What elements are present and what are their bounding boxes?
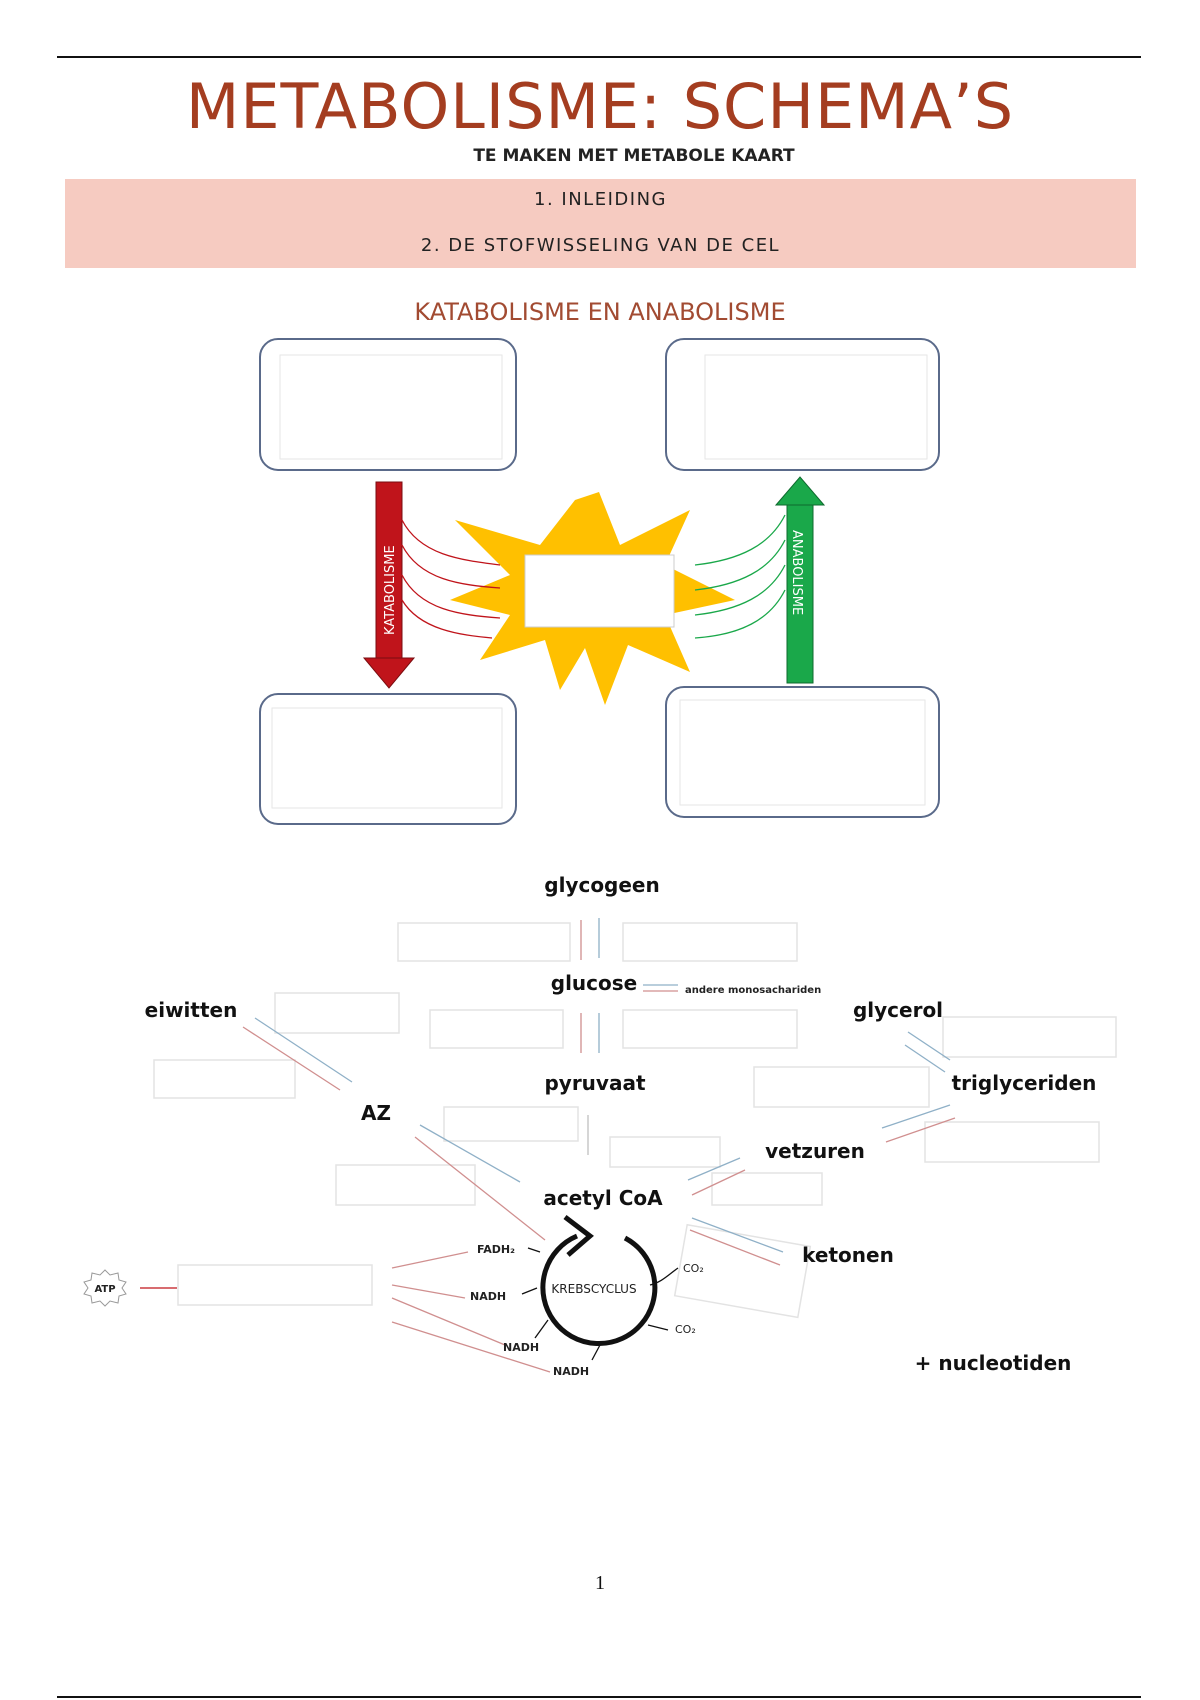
label-fadh2: FADH₂ [477, 1243, 515, 1256]
katabolisme-arrow: KATABOLISME [362, 481, 416, 689]
toc-item: 1. INLEIDING [534, 189, 667, 210]
label-krebscyclus: KREBSCYCLUS [551, 1282, 636, 1296]
page-subtitle: TE MAKEN MET METABOLE KAART [473, 146, 795, 166]
label-co2: CO₂ [675, 1323, 696, 1336]
label-glycerol: glycerol [853, 998, 943, 1022]
bottom-rule [57, 1696, 1141, 1698]
label-eiwitten: eiwitten [145, 998, 238, 1022]
label-ketonen: ketonen [802, 1243, 894, 1267]
katabolisme-anabolisme-diagram: KATABOLISME ANABOLISME [259, 338, 940, 825]
label-az: AZ [361, 1101, 391, 1125]
page-title: METABOLISME: SCHEMA’S [185, 70, 1015, 143]
krebs-cycle: KREBSCYCLUS FADH₂ NADH NADH NADH CO₂ CO₂ [470, 1215, 704, 1378]
blank-box-energy[interactable] [524, 554, 675, 628]
table-of-contents: 1. INLEIDING 2. DE STOFWISSELING VAN DE … [65, 179, 1136, 268]
toc-item: 2. DE STOFWISSELING VAN DE CEL [420, 235, 781, 256]
label-andere-monosachariden: andere monosachariden [685, 985, 821, 996]
blank-box-bottom-left[interactable] [259, 693, 517, 825]
label-atp: ATP [94, 1284, 115, 1295]
label-nucleotiden: + nucleotiden [915, 1351, 1072, 1375]
label-nadh: NADH [553, 1365, 589, 1378]
label-pyruvaat: pyruvaat [544, 1071, 645, 1095]
label-vetzuren: vetzuren [765, 1139, 865, 1163]
katabolisme-label: KATABOLISME [383, 545, 398, 635]
page-number: 1 [595, 1572, 605, 1594]
label-triglyceriden: triglyceriden [952, 1071, 1097, 1095]
blank-box-top-left[interactable] [259, 338, 517, 471]
blank-box-bottom-right[interactable] [665, 686, 940, 818]
anabolisme-arrow: ANABOLISME [774, 476, 826, 684]
label-nadh: NADH [470, 1290, 506, 1303]
label-nadh: NADH [503, 1341, 539, 1354]
section-heading: KATABOLISME EN ANABOLISME [414, 298, 786, 326]
label-co2: CO₂ [683, 1262, 704, 1275]
label-glycogeen: glycogeen [544, 873, 660, 897]
metabole-kaart-diagram: glycogeen glucose andere monosachariden … [83, 873, 1117, 1378]
anabolisme-label: ANABOLISME [789, 530, 804, 615]
label-glucose: glucose [551, 971, 637, 995]
blank-box-top-right[interactable] [665, 338, 940, 471]
label-acetyl-coa: acetyl CoA [543, 1186, 663, 1210]
top-rule [57, 56, 1141, 58]
atp-badge: ATP [83, 1269, 127, 1307]
